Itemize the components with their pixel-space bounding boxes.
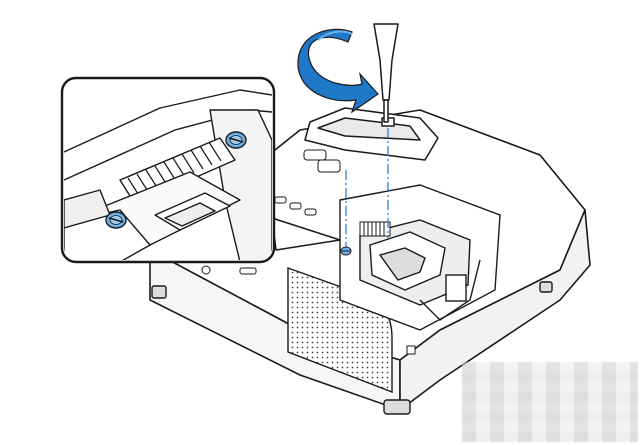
side-details: [201, 265, 416, 355]
screw-icon: [225, 131, 247, 149]
watermark: [462, 362, 638, 442]
screwdriver-icon: [373, 23, 399, 123]
lamp-connector: [359, 221, 391, 237]
screw-icon: [105, 211, 127, 229]
projector-feet: [151, 281, 553, 415]
screw-icon: [340, 246, 352, 256]
control-panel: [274, 149, 341, 216]
guide-lines: [345, 128, 389, 248]
lamp-cover: [304, 107, 439, 161]
rotate-arrow-icon: [297, 28, 379, 114]
lamp-compartment: [339, 184, 501, 331]
detail-inset: [60, 76, 276, 264]
